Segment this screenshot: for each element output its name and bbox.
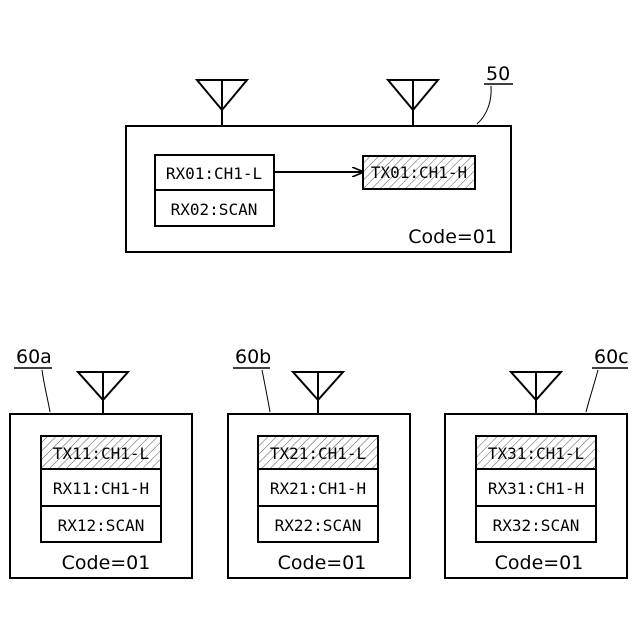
terminal-60a: 60a TX11:CH1-L RX11:CH1-H RX12:SCAN Code…	[10, 346, 192, 578]
tx-channel-label: TX11:CH1-L	[53, 444, 149, 463]
rx-channel-label: RX31:CH1-H	[488, 479, 584, 498]
rx-channel-label: RX01:CH1-L	[166, 164, 262, 183]
tx-channel-label: TX21:CH1-L	[270, 444, 366, 463]
code-label: Code=01	[495, 552, 584, 574]
channel-table: TX31:CH1-L RX31:CH1-H RX32:SCAN	[476, 436, 596, 542]
antenna-icon	[388, 80, 438, 126]
rx-channel-label: RX22:SCAN	[275, 516, 362, 535]
antenna-icon	[511, 372, 561, 414]
rx-channel-label: RX32:SCAN	[493, 516, 580, 535]
ref-label: 50	[486, 63, 510, 85]
antenna-icon	[293, 372, 343, 414]
tx-table: TX01:CH1-H	[363, 156, 475, 189]
antenna-icon	[78, 372, 128, 414]
ref-label: 60c	[594, 346, 629, 368]
channel-table: TX21:CH1-L RX21:CH1-H RX22:SCAN	[258, 436, 378, 542]
tx-channel-label: TX31:CH1-L	[488, 444, 584, 463]
base-station: 50 RX01:CH1-L RX02:SCAN TX01:CH1-H Code=…	[126, 63, 513, 252]
rx-channel-label: RX02:SCAN	[171, 200, 258, 219]
ref-label: 60a	[16, 346, 52, 368]
antenna-icon	[197, 80, 247, 126]
code-label: Code=01	[408, 226, 497, 248]
terminal-60b: 60b TX21:CH1-L RX21:CH1-H RX22:SCAN Code…	[228, 346, 410, 578]
rx-channel-label: RX21:CH1-H	[270, 479, 366, 498]
rx-table: RX01:CH1-L RX02:SCAN	[155, 155, 274, 226]
rx-channel-label: RX12:SCAN	[58, 516, 145, 535]
code-label: Code=01	[278, 552, 367, 574]
terminal-60c: 60c TX31:CH1-L RX31:CH1-H RX32:SCAN Code…	[445, 346, 629, 578]
code-label: Code=01	[62, 552, 151, 574]
tx-channel-label: TX01:CH1-H	[371, 163, 467, 182]
channel-table: TX11:CH1-L RX11:CH1-H RX12:SCAN	[41, 436, 161, 542]
ref-label: 60b	[235, 346, 271, 368]
rx-channel-label: RX11:CH1-H	[53, 479, 149, 498]
